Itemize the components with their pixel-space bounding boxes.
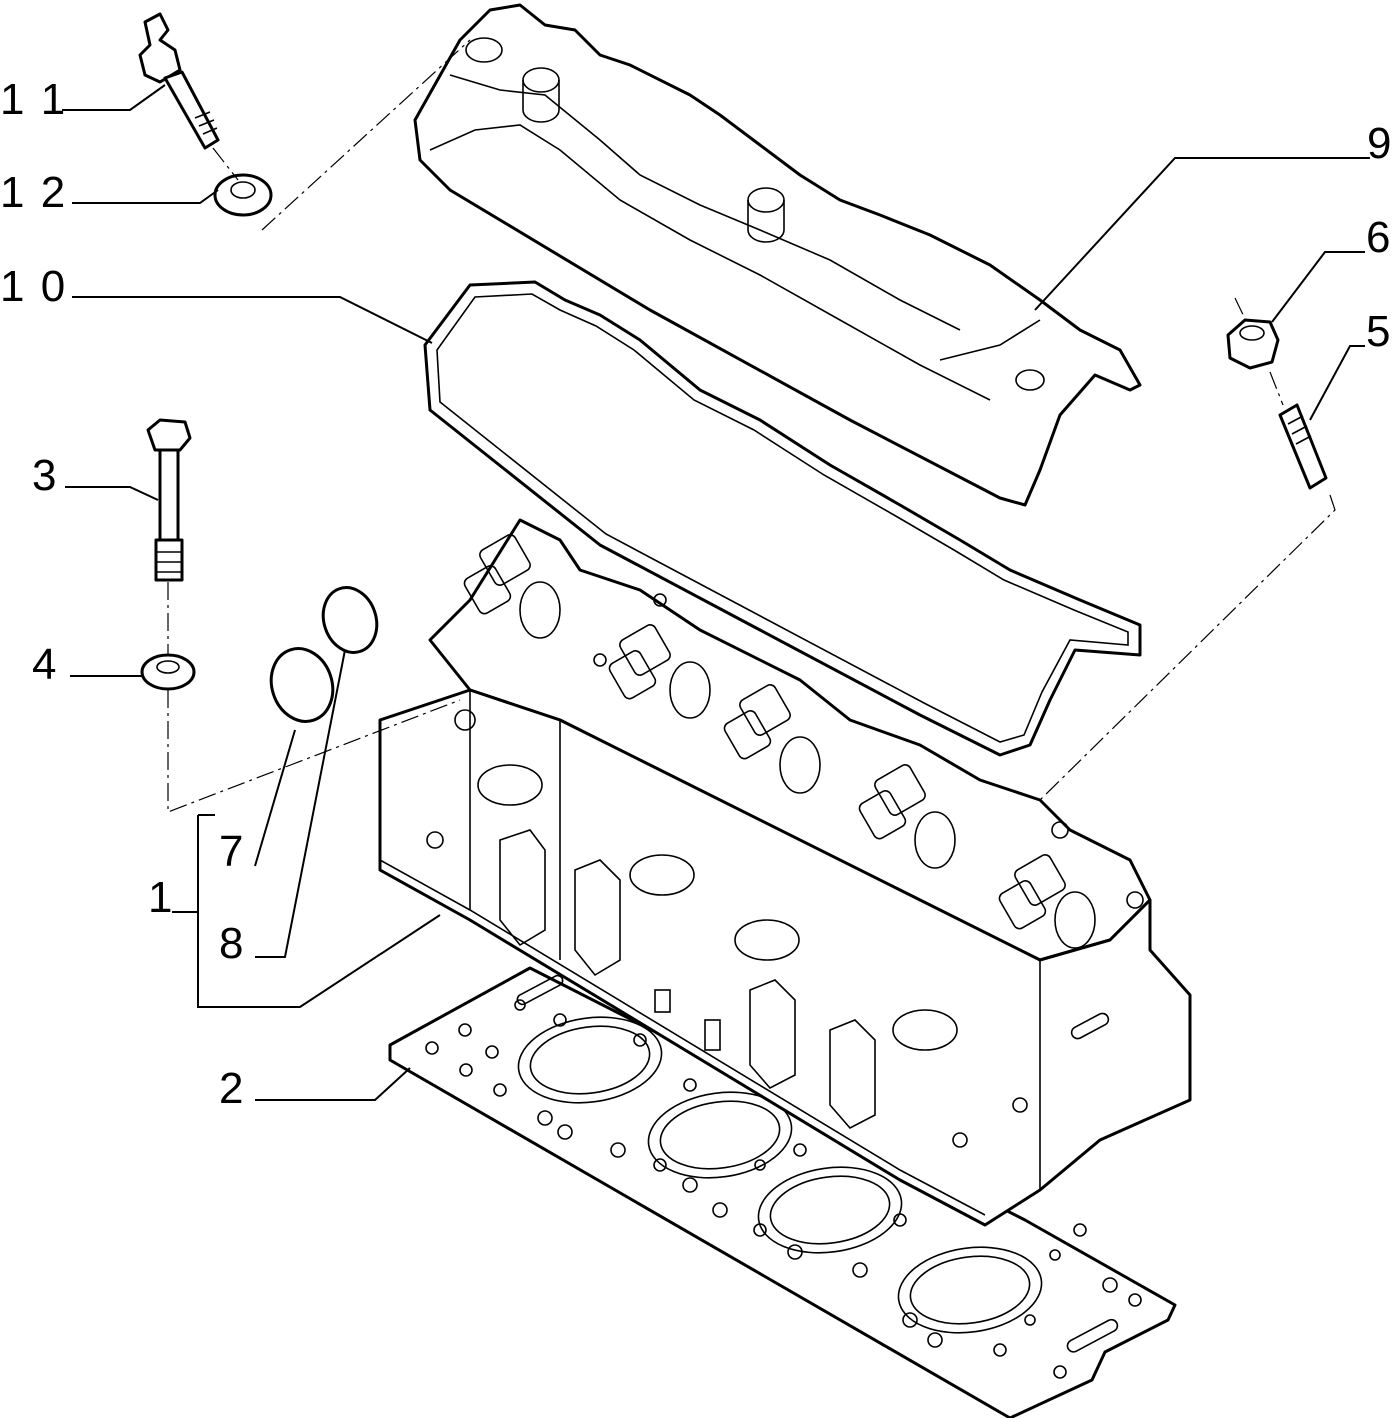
head-bolt <box>146 418 192 582</box>
cover-bolt <box>138 12 220 150</box>
cylinder-head <box>378 518 1192 1227</box>
cover-washer <box>213 173 273 217</box>
callout-4: 4 <box>32 640 58 689</box>
callout-5: 5 <box>1366 307 1392 356</box>
callout-labels: 1 1 1 2 1 0 9 6 5 3 4 7 1 8 2 <box>0 75 1393 1113</box>
head-bolt-washer <box>140 653 196 691</box>
valve-cover-gasket <box>423 280 1142 757</box>
callout-8: 8 <box>219 919 245 968</box>
callout-1: 1 <box>148 873 174 922</box>
callout-3: 3 <box>32 451 58 500</box>
callout-11: 1 1 <box>0 75 67 124</box>
leader-lines <box>62 84 1370 1101</box>
nut <box>1226 318 1280 370</box>
callout-2: 2 <box>219 1064 245 1113</box>
stud <box>1278 403 1328 490</box>
plug-7 <box>269 647 335 723</box>
plug-8 <box>321 586 379 654</box>
callout-10: 1 0 <box>0 262 67 311</box>
callout-12: 1 2 <box>0 168 67 217</box>
valve-cover <box>413 3 1142 507</box>
callout-7: 7 <box>219 827 245 876</box>
callout-9: 9 <box>1367 119 1393 168</box>
callout-6: 6 <box>1366 213 1392 262</box>
